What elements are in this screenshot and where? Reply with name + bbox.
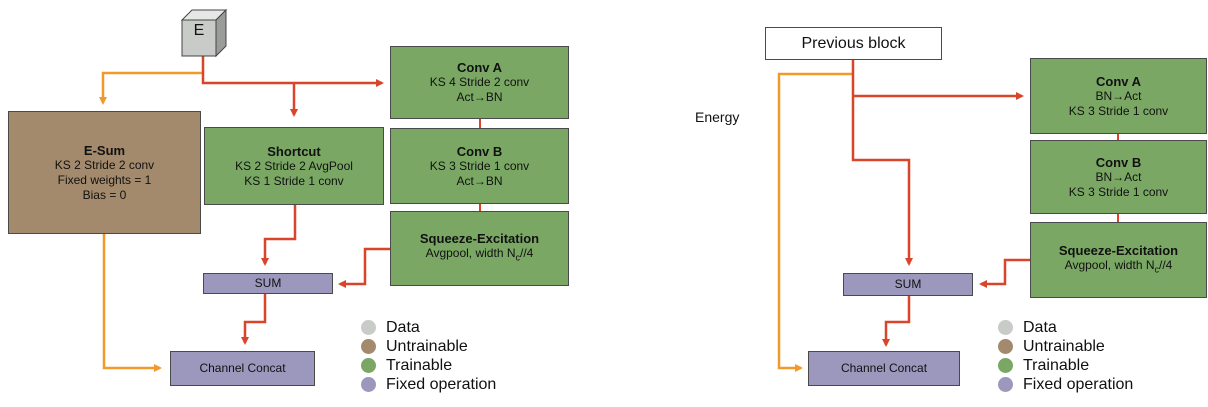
right-conv-a-line-2: KS 3 Stride 1 conv	[1068, 103, 1169, 118]
legend-item: Trainable	[998, 356, 1133, 375]
legend-item: Untrainable	[361, 337, 496, 356]
legend-label: Data	[386, 319, 420, 336]
right-conv-a-line-1: BN→Act	[1095, 88, 1142, 103]
legend-label: Fixed operation	[1023, 376, 1134, 393]
right-se-to-sum	[979, 258, 1030, 288]
left-concat-label: Channel Concat	[199, 361, 286, 375]
legend-dot-untrainable	[998, 339, 1013, 354]
left-concat-block: Channel Concat	[170, 351, 315, 386]
legend-item: Data	[998, 318, 1133, 337]
left-esum-line-2: Fixed weights = 1	[57, 172, 152, 187]
right-concat-label: Channel Concat	[840, 361, 928, 375]
left-conv-b-line-1: KS 3 Stride 1 conv	[429, 158, 530, 173]
left-esum-line-1: KS 2 Stride 2 conv	[54, 157, 155, 172]
legend-label: Trainable	[386, 357, 453, 374]
left-shortcut-to-sum	[261, 205, 297, 266]
legend-dot-untrainable	[361, 339, 376, 354]
right-se-title: Squeeze-Excitation	[1058, 242, 1179, 258]
legend-item: Data	[361, 318, 496, 337]
legend-item: Fixed operation	[361, 375, 496, 394]
right-conv-b-line-2: KS 3 Stride 1 conv	[1068, 184, 1169, 199]
left-energy-to-esum	[99, 71, 203, 105]
right-se-line: Avgpool, width Nc//4	[1065, 258, 1173, 277]
right-energy-label: Energy	[695, 109, 740, 125]
right-se-block: Squeeze-Excitation Avgpool, width Nc//4	[1030, 222, 1207, 298]
right-sum-block: SUM	[843, 273, 973, 296]
left-shortcut-title: Shortcut	[267, 143, 321, 159]
right-sum-label: SUM	[894, 277, 922, 291]
right-input-down	[851, 60, 913, 266]
left-se-line-main: Avgpool, width N	[425, 246, 516, 261]
left-conv-b-line-2: Act→BN	[456, 173, 503, 188]
legend-label: Data	[1023, 319, 1057, 336]
legend-dot-fixed	[998, 377, 1013, 392]
left-esum-block: E-Sum KS 2 Stride 2 conv Fixed weights =…	[8, 111, 201, 234]
left-se-title: Squeeze-Excitation	[419, 231, 540, 247]
left-conv-a-block: Conv A KS 4 Stride 2 conv Act→BN	[390, 46, 569, 119]
left-esum-title: E-Sum	[83, 142, 126, 158]
right-conv-a-title: Conv A	[1095, 73, 1142, 89]
left-se-to-sum	[338, 247, 390, 288]
left-input-label: E	[193, 22, 205, 39]
legend-item: Untrainable	[998, 337, 1133, 356]
legend-dot-data	[998, 320, 1013, 335]
right-sum-to-concat	[882, 296, 911, 347]
right-conv-a-block: Conv A BN→Act KS 3 Stride 1 conv	[1030, 58, 1207, 134]
left-esum-to-concat	[102, 234, 162, 372]
left-esum-line-3: Bias = 0	[82, 187, 127, 202]
left-legend: Data Untrainable Trainable Fixed operati…	[361, 318, 496, 394]
left-sum-label: SUM	[254, 276, 282, 290]
legend-dot-fixed	[361, 377, 376, 392]
right-previous-label: Previous block	[801, 35, 906, 52]
legend-dot-trainable	[361, 358, 376, 373]
legend-dot-data	[361, 320, 376, 335]
data-cube-icon	[180, 8, 228, 58]
right-se-line-tail: //4	[1159, 257, 1173, 272]
left-conv-a-line-2: Act→BN	[456, 90, 503, 104]
left-sum-block: SUM	[203, 273, 333, 294]
legend-label: Untrainable	[386, 338, 468, 355]
right-conv-b-title: Conv B	[1095, 154, 1142, 170]
right-energy-path	[777, 72, 853, 372]
left-input-to-conv-a	[201, 55, 384, 87]
left-conv-a-title: Conv A	[456, 60, 503, 75]
right-legend: Data Untrainable Trainable Fixed operati…	[998, 318, 1133, 394]
left-conv-b-title: Conv B	[456, 143, 503, 159]
legend-label: Untrainable	[1023, 338, 1105, 355]
left-conv-b-block: Conv B KS 3 Stride 1 conv Act→BN	[390, 128, 569, 204]
legend-dot-trainable	[998, 358, 1013, 373]
legend-item: Trainable	[361, 356, 496, 375]
right-se-line-main: Avgpool, width N	[1064, 257, 1155, 272]
right-se-line-sub: c	[1154, 264, 1160, 275]
legend-label: Fixed operation	[386, 376, 497, 393]
legend-item: Fixed operation	[998, 375, 1133, 394]
left-se-line-tail: //4	[520, 246, 534, 261]
left-conv-a-line-1: KS 4 Stride 2 conv	[429, 75, 530, 89]
left-se-block: Squeeze-Excitation Avgpool, width Nc//4	[390, 211, 569, 286]
left-sum-to-concat	[241, 294, 267, 345]
right-conv-b-line-1: BN→Act	[1095, 169, 1142, 184]
legend-label: Trainable	[1023, 357, 1090, 374]
right-conv-b-block: Conv B BN→Act KS 3 Stride 1 conv	[1030, 140, 1207, 214]
right-previous-block: Previous block	[765, 27, 942, 60]
left-shortcut-line-2: KS 1 Stride 1 conv	[244, 173, 344, 188]
left-se-line-sub: c	[515, 252, 521, 263]
right-concat-block: Channel Concat	[808, 351, 960, 386]
left-se-line: Avgpool, width Nc//4	[426, 246, 534, 265]
left-shortcut-line-1: KS 2 Stride 2 AvgPool	[235, 158, 353, 173]
left-shortcut-block: Shortcut KS 2 Stride 2 AvgPool KS 1 Stri…	[204, 127, 384, 205]
